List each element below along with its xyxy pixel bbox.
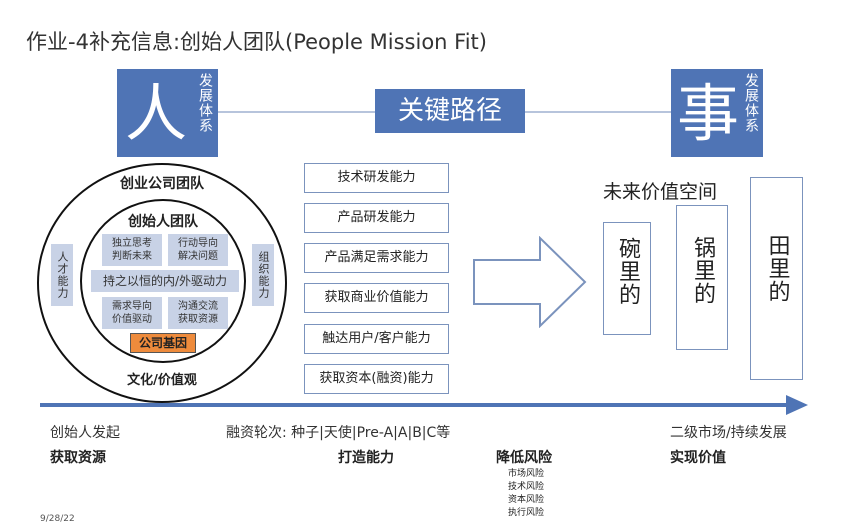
capability-reach-users: 触达用户/客户能力 [304, 324, 449, 354]
matter-char: 事 [677, 77, 740, 150]
trait-demand-oriented: 需求导向 价值驱动 [102, 297, 162, 329]
talent-capability-label: 人才能力 [51, 244, 73, 306]
slide-date: 9/28/22 [40, 514, 75, 524]
timeline-arrow [40, 395, 808, 415]
key-path-box: 关键路径 [375, 89, 525, 133]
risk-capital: 资本风险 [507, 495, 544, 505]
trait-persistence-drive: 持之以恒的内/外驱动力 [91, 270, 239, 292]
risk-technology: 技术风险 [507, 482, 544, 492]
people-block: 人 发展体系 [117, 69, 218, 157]
value-bowl: 碗里的 [603, 222, 651, 335]
people-char: 人 [125, 77, 188, 150]
risk-execution: 执行风险 [507, 508, 544, 518]
stage-build-capability: 打造能力 [338, 450, 394, 466]
timeline-start-label: 创始人发起 [50, 425, 120, 441]
page-title: 作业-4补充信息:创始人团队(People Mission Fit) [26, 30, 487, 54]
matter-side-label: 发展体系 [743, 73, 759, 133]
culture-values-label: 文化/价值观 [127, 373, 197, 388]
capability-tech-rd: 技术研发能力 [304, 163, 449, 193]
outer-team-label: 创业公司团队 [120, 176, 204, 192]
risk-market: 市场风险 [507, 469, 544, 479]
path-line-right [525, 111, 671, 113]
value-field-label: 田里的 [764, 234, 790, 303]
company-gene-badge: 公司基因 [130, 333, 196, 353]
capability-business-value: 获取商业价值能力 [304, 283, 449, 313]
stage-realize-value: 实现价值 [670, 450, 726, 466]
value-bowl-label: 碗里的 [615, 237, 640, 306]
trait-action-oriented: 行动导向 解决问题 [168, 234, 228, 266]
outer-team-circle [37, 163, 287, 403]
inner-team-label: 创始人团队 [128, 214, 198, 230]
trait-independent-thinking: 独立思考 判断未来 [102, 234, 162, 266]
value-pot: 锅里的 [676, 205, 728, 350]
org-capability-label: 组织能力 [252, 244, 274, 306]
people-side-label: 发展体系 [197, 73, 213, 133]
value-pot-label: 锅里的 [690, 236, 715, 305]
stage-get-resources: 获取资源 [50, 450, 106, 466]
value-field: 田里的 [750, 177, 803, 380]
capability-raise-capital: 获取资本(融资)能力 [304, 364, 449, 394]
value-space-title: 未来价值空间 [603, 181, 718, 203]
matter-block: 事 发展体系 [671, 69, 763, 157]
capability-product-rd: 产品研发能力 [304, 203, 449, 233]
stage-reduce-risk: 降低风险 [496, 450, 552, 466]
trait-communication: 沟通交流 获取资源 [168, 297, 228, 329]
inner-team-circle [80, 199, 246, 363]
funding-rounds-label: 融资轮次: 种子|天使|Pre-A|A|B|C等 [226, 425, 451, 441]
path-line-left [218, 111, 375, 113]
flow-arrow [473, 236, 587, 328]
capability-meet-needs: 产品满足需求能力 [304, 243, 449, 273]
timeline-end-label: 二级市场/持续发展 [670, 425, 787, 441]
risk-list: 市场风险 技术风险 资本风险 执行风险 [500, 468, 552, 520]
